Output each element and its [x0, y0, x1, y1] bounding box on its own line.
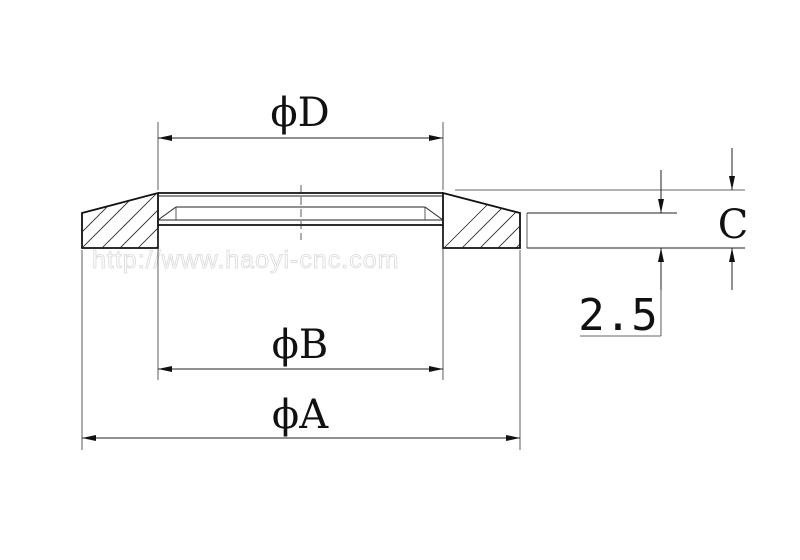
label-thickness: 2.5 [578, 290, 657, 341]
label-phi-A: ϕA [272, 392, 329, 438]
right-hatch [443, 193, 520, 248]
right-section-outline [442, 191, 521, 249]
label-phi-B: ϕB [272, 322, 329, 368]
watermark-text: http://www.haoyi-cnc.com [92, 246, 399, 274]
dimension-lines [82, 135, 735, 441]
label-phi-D: ϕD [270, 90, 329, 136]
label-C: C [718, 202, 749, 248]
extension-lines [81, 122, 745, 450]
